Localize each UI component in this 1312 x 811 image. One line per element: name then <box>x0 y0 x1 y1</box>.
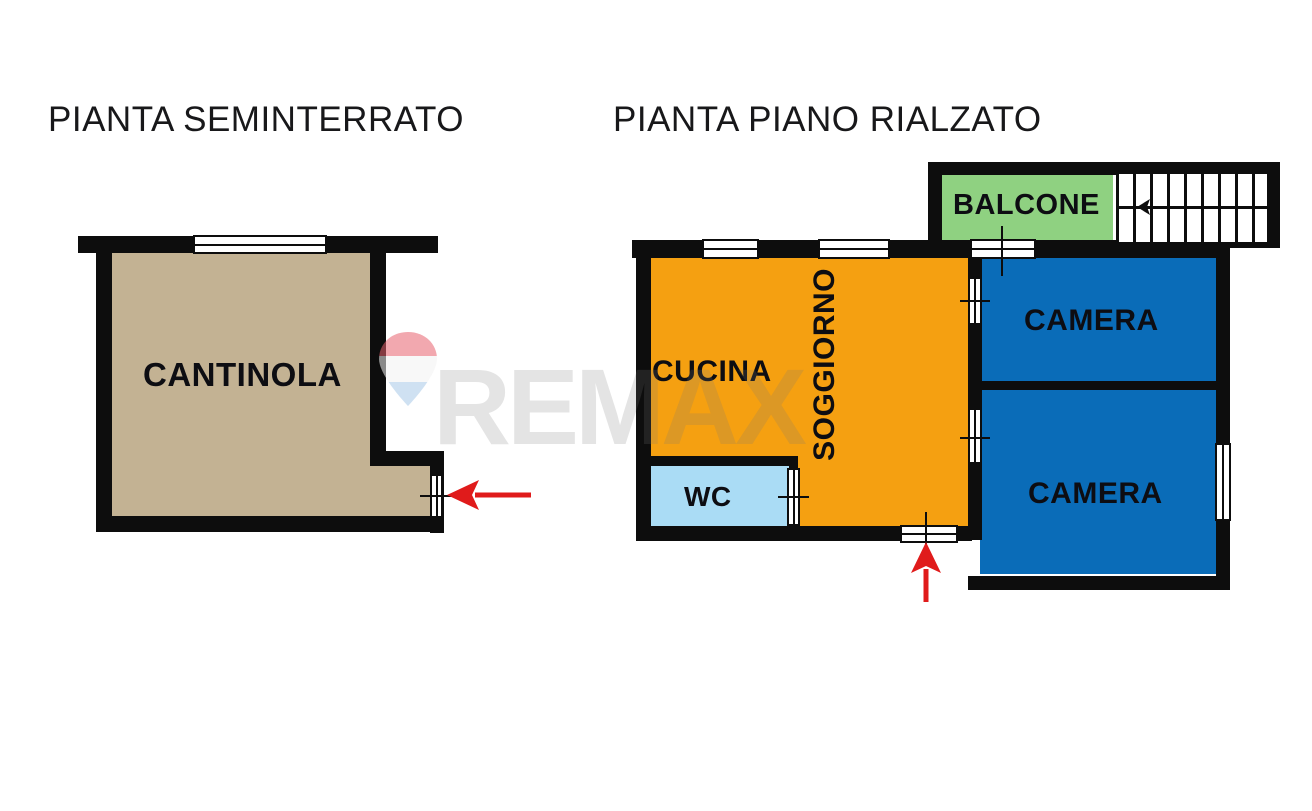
wall-cantinola-notch-bottom <box>370 451 444 466</box>
staircase-step <box>1235 174 1238 242</box>
room-camera-top <box>980 258 1218 383</box>
staircase-step <box>1133 174 1136 242</box>
main-entrance-arrow <box>911 542 941 602</box>
staircase-direction-arrow <box>1137 199 1150 215</box>
soggiorno-window-top <box>818 239 890 259</box>
room-label-cucina: CUCINA <box>652 355 772 388</box>
room-label-camera-bottom: CAMERA <box>1028 477 1163 510</box>
wall-main-bottom <box>636 526 972 541</box>
wall-balcone-left <box>928 162 942 246</box>
wall-cantinola-bottom <box>96 516 444 532</box>
staircase-step <box>1116 174 1119 242</box>
room-label-soggiorno: SOGGIORNO <box>808 268 841 461</box>
wall-cantinola-left <box>96 236 112 532</box>
wall-cantinola-right-upper <box>370 250 386 464</box>
main-entrance-door <box>900 525 958 543</box>
room-cantinola <box>96 250 386 465</box>
wall-wc-top <box>648 456 798 466</box>
wall-camera-bottom <box>968 576 1230 590</box>
room-soggiorno <box>815 258 970 529</box>
wall-main-left <box>636 240 651 530</box>
cantinola-door-swing-tick <box>420 495 452 497</box>
cucina-window-top <box>702 239 759 259</box>
room-camera-bottom <box>980 389 1218 574</box>
wall-main-top <box>632 240 982 258</box>
room-label-camera-top: CAMERA <box>1024 304 1159 337</box>
room-label-cantinola: CANTINOLA <box>143 356 342 393</box>
staircase-step <box>1167 174 1170 242</box>
room-soggiorno-lower-left <box>795 458 817 529</box>
camera-bottom-window <box>1215 443 1231 521</box>
staircase-step <box>1252 174 1255 242</box>
main-entrance-swing-tick <box>925 512 927 556</box>
wall-camera-right <box>1216 240 1230 590</box>
staircase-step <box>1150 174 1153 242</box>
plan-title-seminterrato: PIANTA SEMINTERRATO <box>48 100 464 139</box>
camera-bottom-door <box>968 408 982 464</box>
staircase <box>1116 174 1270 242</box>
room-balcone <box>941 174 1113 242</box>
staircase-step <box>1218 174 1221 242</box>
room-label-wc: WC <box>684 481 732 512</box>
staircase-step <box>1267 174 1270 242</box>
staircase-landing-line <box>1116 206 1270 209</box>
room-label-balcone: BALCONE <box>953 189 1100 221</box>
camera-top-door-swing-tick <box>960 300 990 302</box>
staircase-step <box>1184 174 1187 242</box>
balcone-door-swing-tick <box>1001 226 1003 276</box>
cantinola-window-top <box>193 235 327 254</box>
room-cantinola-extension <box>96 462 444 524</box>
staircase-step <box>1201 174 1204 242</box>
camera-bottom-door-swing-tick <box>960 437 990 439</box>
balcone-door <box>970 239 1036 259</box>
room-cucina <box>650 258 815 458</box>
plan-title-piano-rialzato: PIANTA PIANO RIALZATO <box>613 100 1042 139</box>
wall-top-right-segment <box>982 240 1220 258</box>
cantinola-entrance-arrow <box>447 480 531 510</box>
wall-camera-divider <box>980 381 1218 390</box>
wall-stairblock-right <box>1268 162 1280 246</box>
wc-door-swing-tick <box>778 496 809 498</box>
room-wc <box>650 465 795 527</box>
remax-balloon-icon <box>379 332 437 406</box>
wall-balcone-top <box>928 162 1280 175</box>
